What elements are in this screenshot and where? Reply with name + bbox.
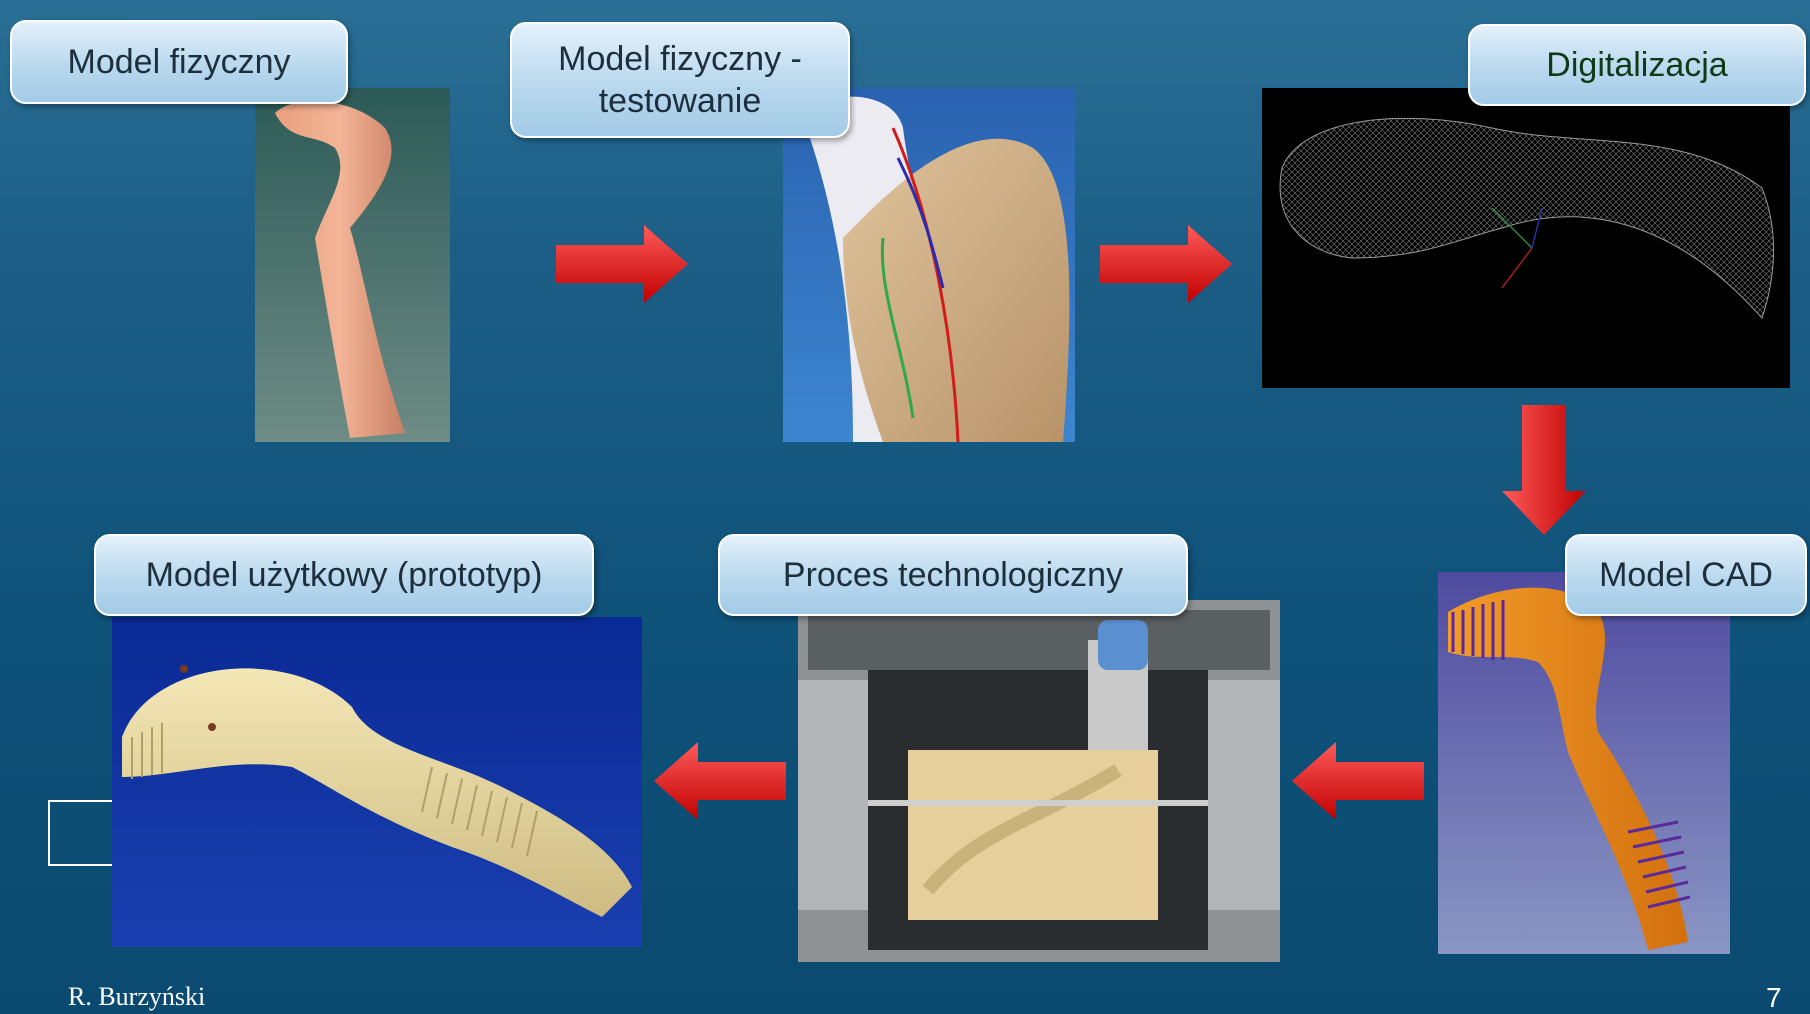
label-technological-process: Proces technologiczny xyxy=(718,534,1188,616)
testing-photo xyxy=(783,88,1075,442)
arrow-left-2 xyxy=(654,742,786,820)
technological-process-photo xyxy=(798,600,1280,962)
page-number: 7 xyxy=(1766,982,1782,1014)
arrow-down xyxy=(1502,405,1586,535)
digitization-photo xyxy=(1262,88,1790,388)
arrow-left-1 xyxy=(1292,742,1424,820)
label-digitization: Digitalizacja xyxy=(1468,24,1806,106)
usable-model-photo xyxy=(112,617,642,947)
arrow-right-1 xyxy=(556,225,688,303)
arrow-right-2 xyxy=(1100,225,1232,303)
decorative-bracket xyxy=(48,800,114,866)
label-usable-model: Model użytkowy (prototyp) xyxy=(94,534,594,616)
physical-model-photo xyxy=(255,88,450,442)
label-physical-model: Model fizyczny xyxy=(10,20,348,104)
label-physical-model-testing: Model fizyczny - testowanie xyxy=(510,22,850,138)
footer-author: R. Burzyński xyxy=(68,982,205,1012)
label-cad-model: Model CAD xyxy=(1565,534,1807,616)
cad-model-photo xyxy=(1438,572,1730,954)
